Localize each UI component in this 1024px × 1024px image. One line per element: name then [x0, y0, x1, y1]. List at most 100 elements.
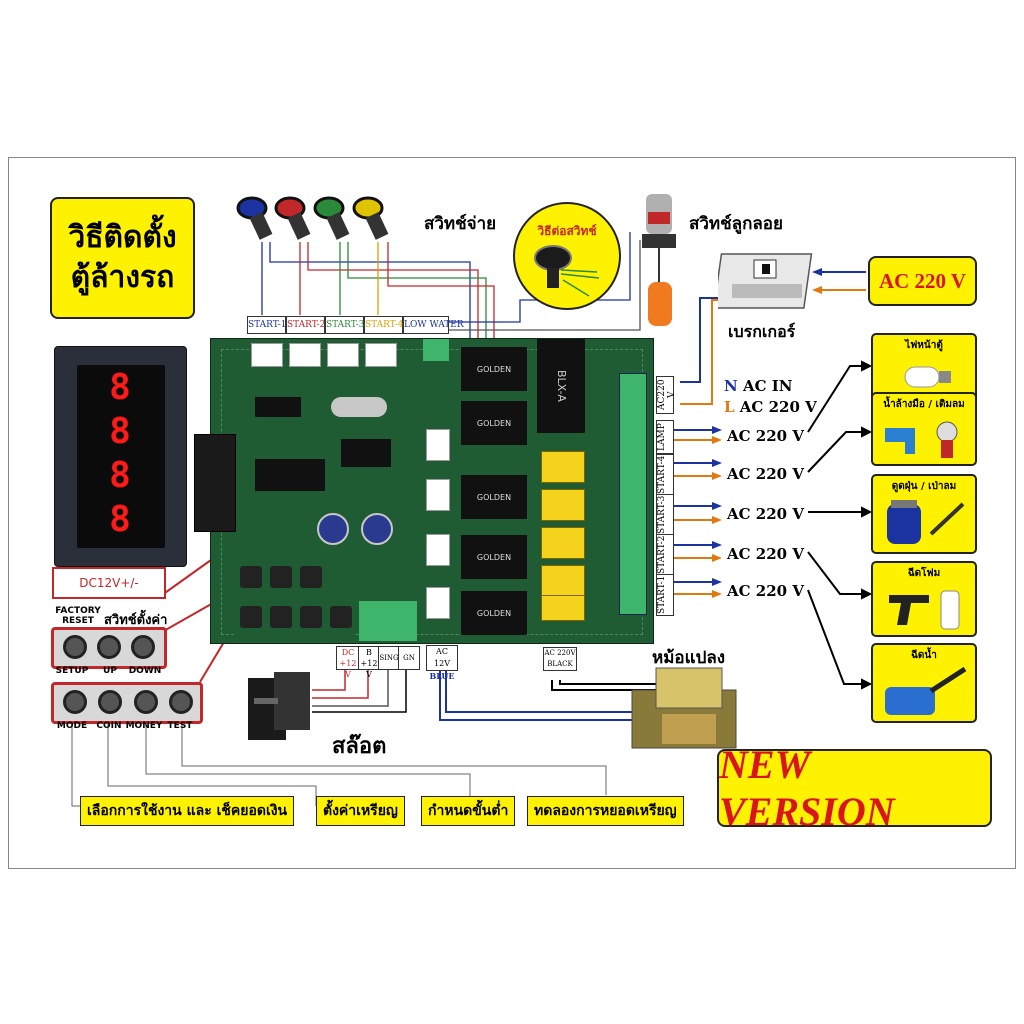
- appliance-label: ฉีดน้ำ: [911, 650, 937, 661]
- vacuum-icon: [887, 500, 965, 544]
- control-board: GOLDEN GOLDEN GOLDEN GOLDEN GOLDEN BLX-A: [210, 338, 654, 644]
- low-water-label: LOW WATER: [403, 316, 464, 334]
- up-button[interactable]: [97, 635, 121, 659]
- down-button-label: DOWN: [128, 666, 162, 676]
- appliance-label: ไฟหน้าตู้: [905, 340, 943, 351]
- appliance-water: ฉีดน้ำ: [871, 643, 977, 723]
- faucet-icon: [885, 421, 958, 458]
- pressure-washer-icon: [885, 666, 967, 715]
- arrow-ac-n: [812, 268, 822, 276]
- title-line2: ตู้ล้างรถ: [70, 260, 175, 295]
- setting-switch-label: สวิทช์ตั้งค่า: [104, 613, 168, 628]
- mode-button[interactable]: [63, 690, 87, 714]
- switch-pay-label: สวิทช์จ่าย: [424, 214, 497, 234]
- relay: GOLDEN: [461, 475, 527, 519]
- desc-money: กำหนดขั้นต่ำ: [421, 796, 516, 826]
- ac220-main-box: AC 220 V: [868, 256, 977, 306]
- display-digit: 8: [109, 455, 133, 496]
- start1-label: START-1: [247, 316, 286, 334]
- down-button[interactable]: [131, 635, 155, 659]
- appliance-handwash: น้ำล้างมือ / เติมลม: [871, 392, 977, 466]
- display-digit: 8: [109, 367, 133, 408]
- coin-slot-icon: [248, 672, 310, 740]
- term-start3: START-3: [656, 494, 674, 536]
- desc-coin: ตั้งค่าเหรียญ: [316, 796, 405, 826]
- output-start2: AC 220 V: [727, 545, 804, 563]
- coin-button[interactable]: [98, 690, 122, 714]
- up-button-label: UP: [103, 666, 117, 676]
- main-relay: BLX-A: [537, 339, 585, 433]
- term-gn: GN: [398, 646, 420, 670]
- breaker-icon: [718, 253, 813, 309]
- relay: GOLDEN: [461, 591, 527, 635]
- relay: GOLDEN: [461, 401, 527, 445]
- test-button-label: TEST: [167, 721, 193, 731]
- term-start4: START-4: [656, 454, 674, 496]
- wire-lowwater: [446, 232, 631, 323]
- display-digit: 8: [109, 411, 133, 452]
- mode-button-panel: [51, 682, 203, 724]
- display-window: 8 8 8 8: [77, 365, 165, 548]
- factory-reset-label: FACTORY RESET: [55, 606, 101, 626]
- start-switch-1-icon: [236, 196, 273, 240]
- dc12v-label: DC12V+/-: [52, 567, 166, 599]
- start-switch-3-icon: [313, 196, 350, 240]
- term-start2: START-2: [656, 534, 674, 576]
- relay: GOLDEN: [461, 347, 527, 391]
- appliance-label: ดูดฝุ่น / เป่าลม: [891, 481, 957, 492]
- output-lamp: AC 220 V: [727, 427, 804, 445]
- wire-lowwater-b: [446, 240, 641, 331]
- output-start3: AC 220 V: [727, 505, 804, 523]
- slot-label: สล๊อต: [332, 734, 387, 759]
- relay: GOLDEN: [461, 535, 527, 579]
- start3-label: START-3: [325, 316, 364, 334]
- output-start4: AC 220 V: [727, 465, 804, 483]
- switch-connect-icon: [534, 245, 600, 297]
- breaker-label: เบรกเกอร์: [728, 322, 796, 341]
- desc-mode: เลือกการใช้งาน และ เช็คยอดเงิน: [80, 796, 295, 826]
- ac-in-label: N AC IN: [724, 377, 792, 395]
- setup-button-panel: [51, 627, 167, 669]
- ic-chip: [255, 459, 325, 491]
- money-button[interactable]: [134, 690, 158, 714]
- start2-label: START-2: [286, 316, 325, 334]
- arrow-ac-l: [812, 286, 822, 294]
- term-dc: DC +12 V: [336, 646, 360, 679]
- ac-l-label: L AC 220 V: [724, 398, 817, 416]
- money-button-label: MONEY: [125, 721, 163, 731]
- transformer-icon: [631, 667, 737, 749]
- switch-connect-circle: วิธีต่อสวิทช์: [513, 202, 621, 310]
- output-start1: AC 220 V: [727, 582, 804, 600]
- foam-gun-icon: [889, 590, 960, 630]
- ic-chip: [255, 397, 301, 417]
- appliance-label: ฉีดโฟม: [907, 568, 941, 579]
- onboard-buttons: [234, 560, 354, 640]
- appliance-foam: ฉีดโฟม: [871, 561, 977, 637]
- setup-button[interactable]: [63, 635, 87, 659]
- ic-chip: [341, 439, 391, 467]
- seven-segment-display: 8 8 8 8: [54, 346, 187, 567]
- coin-button-label: COIN: [96, 721, 122, 731]
- float-switch-icon: [642, 194, 676, 326]
- appliance-label: น้ำล้างมือ / เติมลม: [883, 399, 965, 410]
- new-version-box: NEW VERSION: [717, 742, 992, 834]
- display-connector: [194, 434, 236, 532]
- test-button[interactable]: [169, 690, 193, 714]
- desc-test: ทดลองการหยอดเหรียญ: [527, 796, 684, 826]
- ac-in-text: AC IN: [742, 377, 793, 395]
- ac-l-text: AC 220 V: [739, 398, 817, 416]
- term-start1: START-1: [656, 574, 674, 616]
- start4-label: START-4: [364, 316, 403, 334]
- transformer-label: หม้อแปลง: [652, 648, 726, 668]
- start-switch-4-icon: [352, 196, 389, 240]
- title-box: วิธีติดตั้ง ตู้ล้างรถ: [50, 197, 195, 319]
- term-lamp: LAMP: [656, 420, 674, 454]
- ac-in-n: N: [724, 377, 738, 395]
- battery: [331, 397, 387, 417]
- ac220-main-label: AC 220 V: [878, 268, 967, 293]
- start-switch-2-icon: [274, 196, 311, 240]
- lamp-icon: [904, 366, 951, 388]
